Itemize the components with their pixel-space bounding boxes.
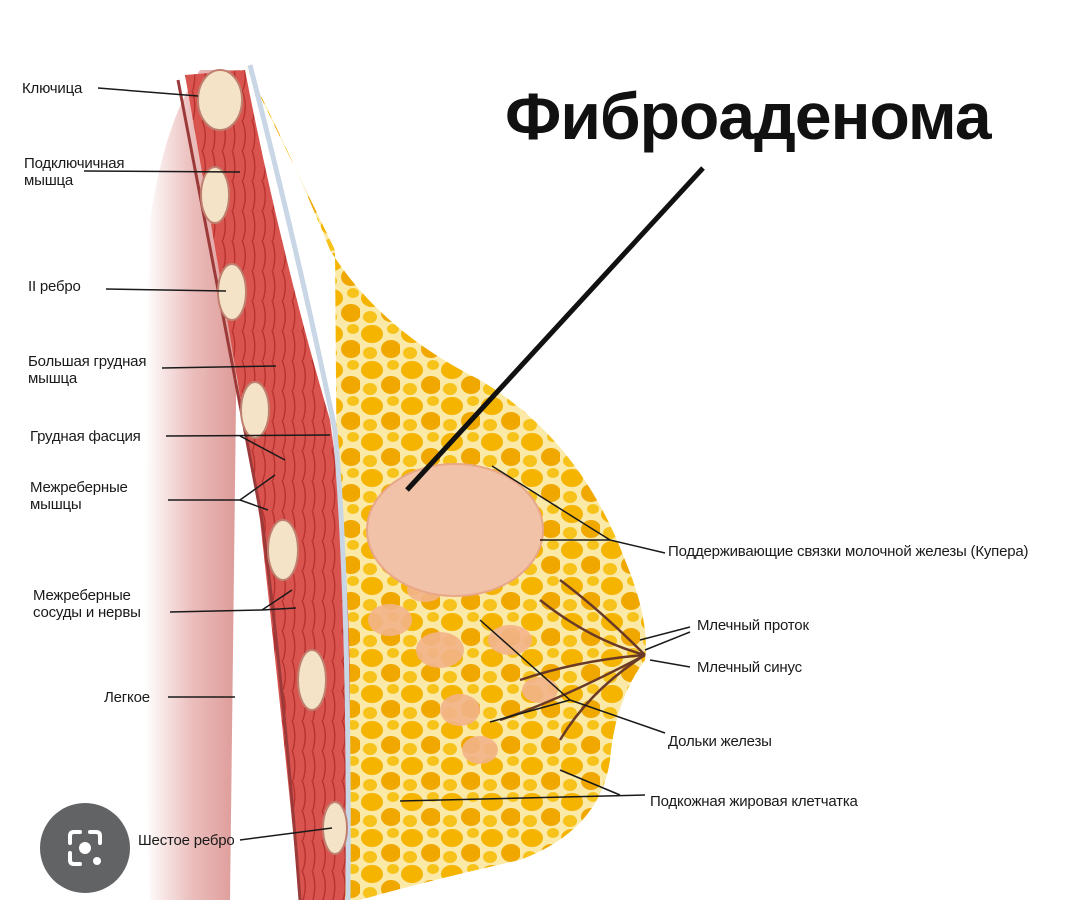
google-lens-button[interactable]	[40, 803, 130, 893]
label-cooper-ligaments: Поддерживающие связки молочной железы (К…	[668, 543, 1029, 560]
fibroadenoma-pointer	[405, 166, 705, 492]
milk-ducts	[499, 579, 646, 741]
label-intercostal-muscles: Межреберные мышцы	[30, 479, 128, 513]
pectoral-fascia	[247, 64, 351, 901]
label-clavicle: Ключица	[22, 80, 83, 97]
chest-wall-layer	[176, 79, 302, 901]
label-intercostal-vessels: Межреберные сосуды и нервы	[33, 587, 141, 621]
label-pectoralis-major: Большая грудная мышца	[28, 353, 147, 387]
lens-camera-icon	[68, 830, 102, 866]
label-subclavius: Подключичная мышца	[24, 155, 125, 189]
label-milk-duct: Млечный проток	[697, 617, 809, 634]
diagram-title: Фиброаденома	[505, 79, 992, 153]
label-subcutaneous-fat: Подкожная жировая клетчатка	[650, 793, 858, 810]
fibroadenoma-mass	[366, 463, 544, 597]
label-milk-sinus: Млечный синус	[697, 659, 802, 676]
label-pectoral-fascia: Грудная фасция	[30, 428, 141, 445]
label-rib6: Шестое ребро	[138, 832, 235, 849]
ribs	[197, 69, 348, 855]
label-lobules: Дольки железы	[668, 733, 772, 750]
label-lung: Легкое	[104, 689, 150, 706]
label-rib2: II ребро	[28, 278, 81, 295]
leader-lines	[83, 87, 691, 841]
